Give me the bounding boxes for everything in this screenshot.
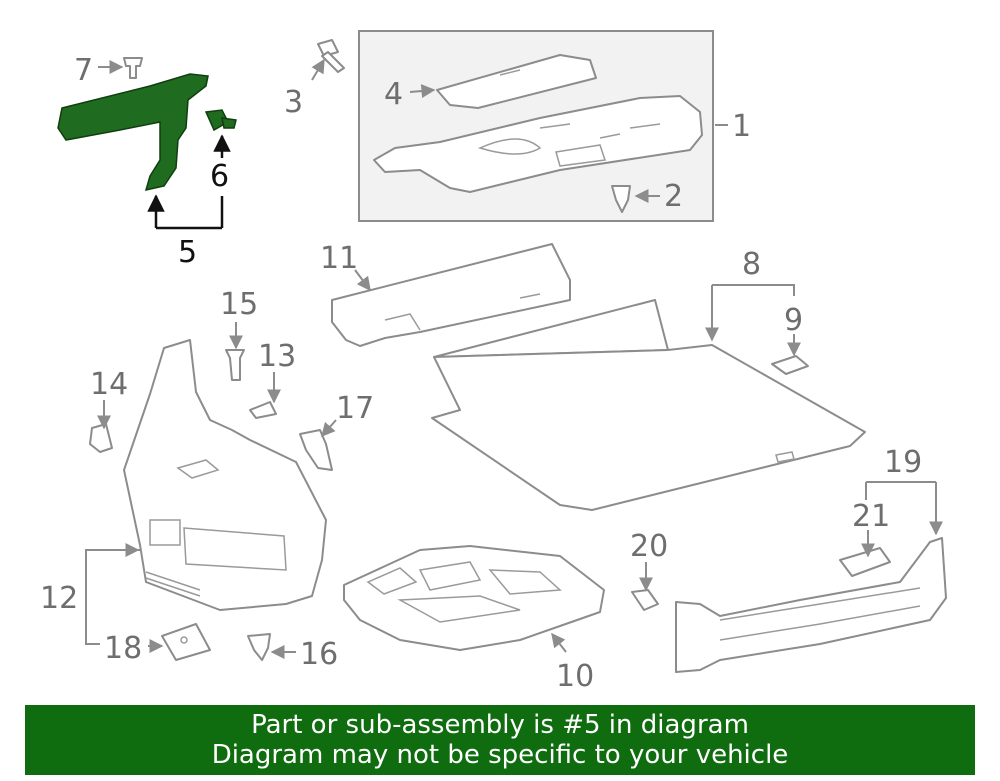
callout-17: 17 (336, 391, 374, 426)
callout-18: 18 (104, 631, 142, 666)
callout-12: 12 (40, 581, 78, 616)
callout-20: 20 (630, 529, 668, 564)
callout-4: 4 (384, 77, 403, 112)
part-12-quarter-trim (123, 339, 327, 611)
callout-11: 11 (320, 241, 358, 276)
part-6-clip (204, 109, 237, 132)
part-20-clip (631, 589, 659, 611)
part-13-bolt (249, 401, 277, 419)
banner-line-1: Part or sub-assembly is #5 in diagram (251, 710, 749, 740)
leader-8-bracket (712, 284, 795, 296)
part-17-bracket (299, 429, 333, 471)
leader-10 (551, 632, 567, 653)
part-18-clip (161, 623, 211, 661)
callout-7: 7 (74, 53, 93, 88)
callout-16: 16 (300, 637, 338, 672)
leader-4 (409, 84, 436, 99)
callout-1: 1 (732, 109, 751, 144)
part-9-clip (771, 355, 809, 375)
callout-2: 2 (664, 179, 683, 214)
part-1-trim-panel (373, 95, 703, 193)
leader-3 (311, 58, 325, 81)
callout-19: 19 (884, 445, 922, 480)
callout-14: 14 (90, 367, 128, 402)
part-15-pin (225, 349, 245, 381)
leader-17 (321, 419, 337, 438)
part-8-deck-board (431, 299, 866, 511)
part-21-pad (839, 547, 891, 577)
leader-11 (354, 269, 371, 292)
notice-banner: Part or sub-assembly is #5 in diagram Di… (25, 705, 975, 775)
part-19-sill-plate (675, 537, 947, 673)
part-4-cover (436, 54, 597, 109)
callout-6: 6 (210, 159, 229, 194)
part-11-trim (331, 243, 571, 347)
callout-13: 13 (258, 339, 296, 374)
parts-diagram: 1 2 3 4 5 6 7 8 9 10 11 12 13 14 15 16 1… (40, 30, 947, 694)
part-16-clip (247, 633, 271, 661)
part-7-clip (123, 57, 143, 79)
callout-15: 15 (220, 287, 258, 322)
callout-10: 10 (556, 659, 594, 694)
callout-8: 8 (742, 247, 761, 282)
part-5-pillar-trim (57, 73, 209, 192)
callout-5: 5 (178, 235, 197, 270)
callout-9: 9 (784, 303, 803, 338)
leader-12-bracket (85, 549, 140, 645)
part-2-clip (611, 185, 631, 213)
callout-3: 3 (284, 85, 303, 120)
callout-21: 21 (852, 499, 890, 534)
part-10-storage-tray (343, 545, 605, 651)
banner-line-2: Diagram may not be specific to your vehi… (211, 740, 789, 770)
part-14-clip (89, 423, 113, 453)
part-3-bolt (317, 39, 345, 73)
